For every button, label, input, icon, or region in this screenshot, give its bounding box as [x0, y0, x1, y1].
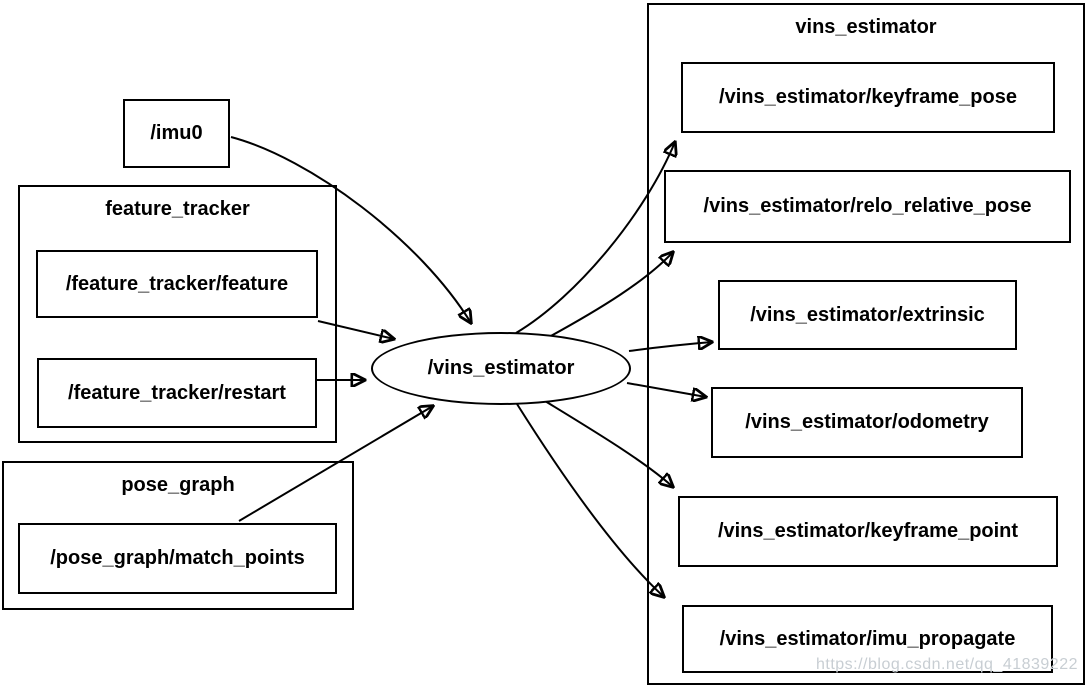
node-pose-graph-match-points-label: /pose_graph/match_points	[50, 547, 305, 569]
edge-vins-estimator-to-extrinsic	[628, 342, 712, 352]
node-feature-tracker-feature-label: /feature_tracker/feature	[65, 272, 289, 295]
edge-imu0-to-vins-estimator	[230, 136, 471, 323]
node-relo-relative-pose: /vins_estimator/relo_relative_pose	[664, 170, 1071, 243]
node-feature-tracker-restart: /feature_tracker/restart	[37, 358, 317, 428]
node-feature-tracker-feature: /feature_tracker/feature	[36, 250, 318, 318]
edge-vins-estimator-to-relo-relative-pose	[548, 252, 673, 338]
edge-vins-estimator-to-odometry	[626, 382, 706, 397]
node-imu-propagate-label: /vins_estimator/imu_propagate	[719, 627, 1016, 650]
edge-vins-estimator-to-keyframe-point	[544, 400, 673, 487]
group-vins-estimator-title: vins_estimator	[795, 16, 937, 38]
edge-feature-to-vins-estimator	[317, 320, 394, 339]
edge-match-points-to-vins-estimator	[238, 406, 433, 522]
node-vins-estimator-label: /vins_estimator	[427, 357, 575, 379]
csdn-watermark: https://blog.csdn.net/qq_41839222	[815, 656, 1078, 673]
node-feature-tracker-restart-label: /feature_tracker/restart	[68, 381, 286, 404]
node-keyframe-pose-label: /vins_estimator/keyframe_pose	[719, 86, 1017, 108]
node-odometry: /vins_estimator/odometry	[711, 387, 1023, 458]
node-keyframe-point-label: /vins_estimator/keyframe_point	[717, 520, 1019, 542]
group-pose-graph-title: pose_graph	[121, 474, 235, 496]
node-keyframe-pose: /vins_estimator/keyframe_pose	[681, 62, 1055, 133]
node-pose-graph-match-points: /pose_graph/match_points	[18, 523, 337, 594]
node-odometry-label: /vins_estimator/odometry	[745, 411, 989, 433]
node-extrinsic: /vins_estimator/extrinsic	[718, 280, 1017, 350]
node-relo-relative-pose-label: /vins_estimator/relo_relative_pose	[703, 195, 1032, 217]
group-feature-tracker-title: feature_tracker	[105, 198, 250, 220]
node-imu0-label: /imu0	[150, 122, 203, 144]
node-imu-propagate: /vins_estimator/imu_propagate	[682, 605, 1053, 673]
node-vins-estimator: /vins_estimator	[371, 332, 631, 405]
node-imu0: /imu0	[123, 99, 230, 168]
node-keyframe-point: /vins_estimator/keyframe_point	[678, 496, 1058, 567]
node-extrinsic-label: /vins_estimator/extrinsic	[750, 303, 985, 326]
edge-vins-estimator-to-keyframe-pose	[515, 142, 675, 334]
edge-vins-estimator-to-imu-propagate	[516, 403, 664, 597]
